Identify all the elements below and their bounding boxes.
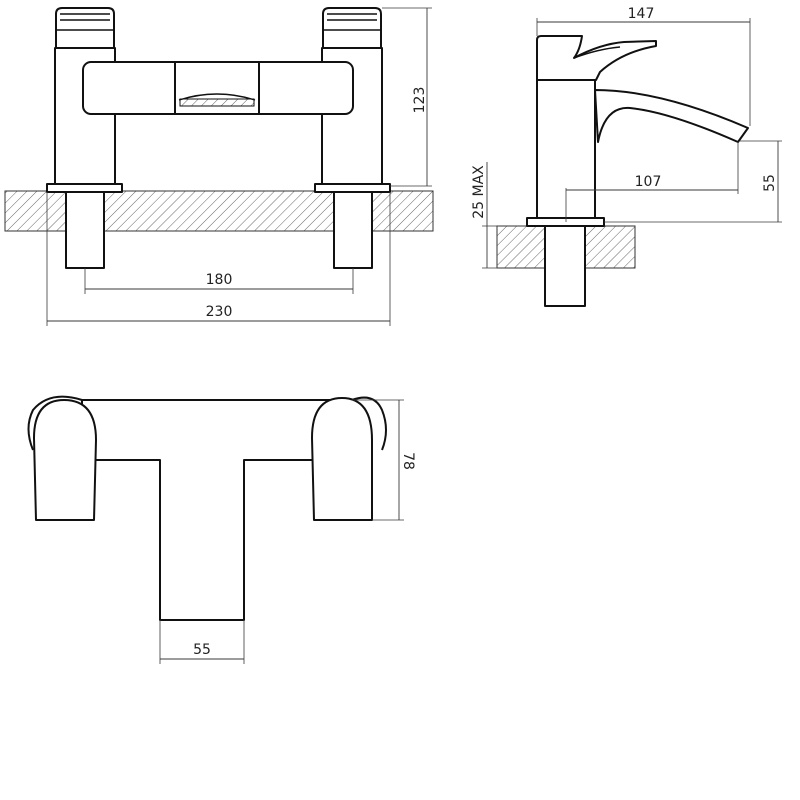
left-handle-top: [33, 399, 97, 521]
front-view: 123 180 230: [4, 7, 434, 326]
side-handle-inner: [573, 46, 621, 59]
depth-dim-label: 147: [628, 6, 655, 22]
deck-dim-label: 25 MAX: [471, 165, 487, 219]
reach-dim-label: 107: [635, 174, 662, 190]
left-base-collar: [46, 183, 123, 193]
top-view: 78 55: [27, 395, 416, 664]
height-dim-label: 123: [412, 87, 428, 114]
side-shank: [544, 225, 586, 307]
centres-dim-label: 180: [206, 272, 233, 288]
spout-width-dim-label: 55: [193, 642, 211, 658]
right-shank: [333, 191, 373, 269]
right-base-collar: [314, 183, 391, 193]
outlet-curve: [178, 93, 256, 101]
side-handle: [536, 35, 657, 81]
top-depth-dim-label: 78: [400, 452, 416, 470]
side-base-collar: [526, 217, 605, 227]
spout-height-dim-label: 55: [762, 174, 778, 192]
right-handle-top: [311, 397, 373, 521]
right-handle: [322, 7, 382, 49]
outlet-aerator: [179, 98, 255, 107]
left-handle: [55, 7, 115, 49]
side-view: 147 107 55 25 MAX: [471, 6, 782, 307]
side-spout: [594, 89, 749, 143]
left-shank: [65, 191, 105, 269]
width-dim-label: 230: [206, 304, 233, 320]
